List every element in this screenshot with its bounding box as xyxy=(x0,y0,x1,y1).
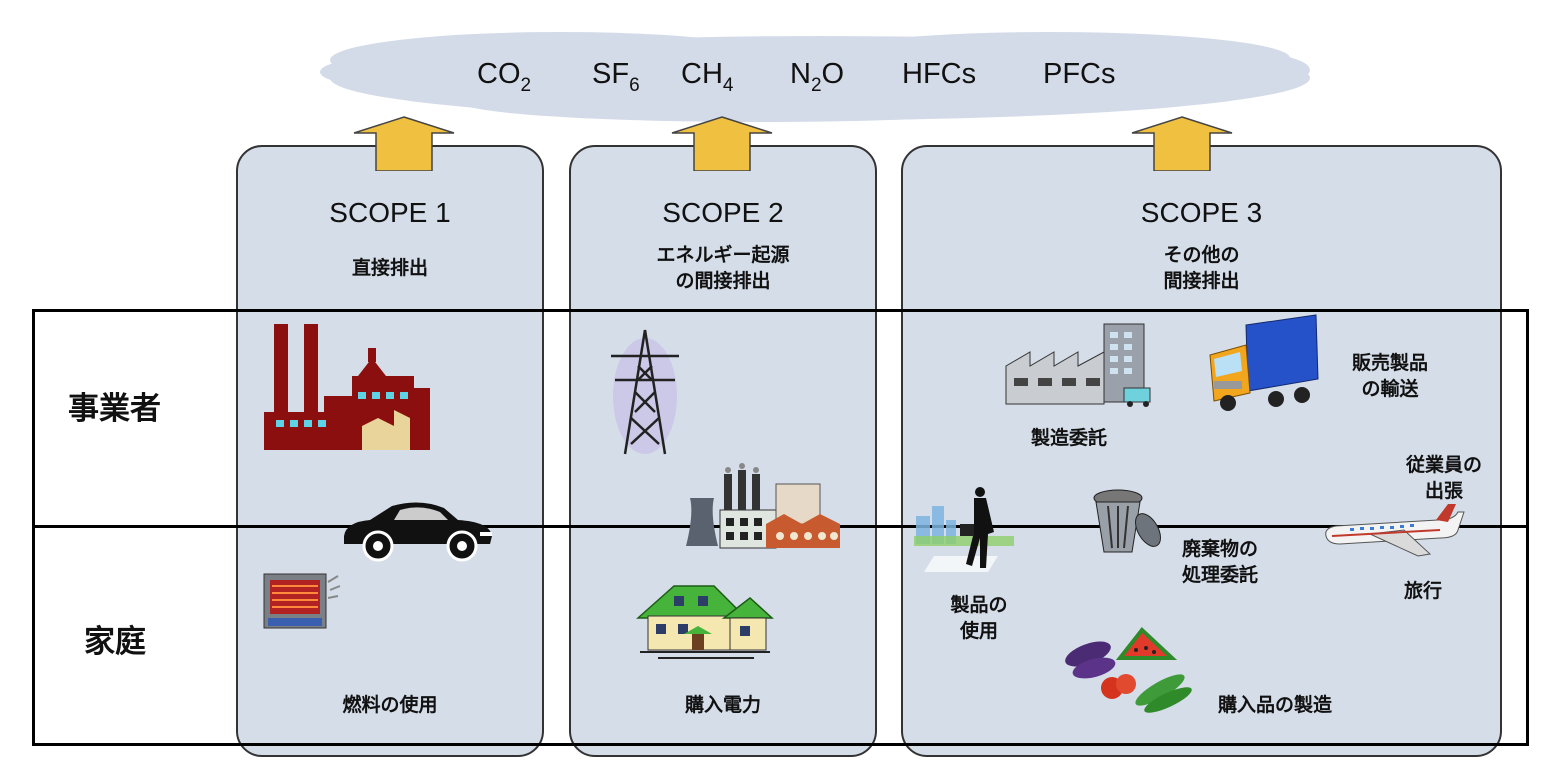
row-top-border xyxy=(32,309,1529,312)
truck-icon xyxy=(1209,314,1319,411)
gas-pfcs: PFCs xyxy=(1043,58,1116,90)
airplane-icon xyxy=(1325,504,1465,557)
power-tower-icon xyxy=(611,329,679,455)
caption-outsourced-manufacturing: 製造委託 xyxy=(1030,427,1107,449)
caption-business-trip: 従業員の出張 xyxy=(1405,454,1482,502)
caption-waste-disposal: 廃棄物の処理委託 xyxy=(1181,538,1258,586)
row-left-border xyxy=(32,309,35,746)
cloud-shape xyxy=(320,32,1310,122)
caption-fuel-use: 燃料の使用 xyxy=(342,694,438,716)
power-plant-icon xyxy=(686,463,840,549)
arrow-up-icon xyxy=(671,116,773,171)
row-label-household: 家庭 xyxy=(84,624,146,660)
gas-sf6: SF6 xyxy=(592,58,640,96)
car-icon xyxy=(344,502,492,562)
caption-product-use: 製品の使用 xyxy=(950,594,1008,642)
arrow-up-icon xyxy=(353,116,455,171)
scope3-title: SCOPE 3 xyxy=(1140,197,1263,228)
scope3-subtitle: その他の間接排出 xyxy=(1163,244,1240,292)
arrow-up-icon xyxy=(1131,116,1233,171)
row-right-border xyxy=(1526,309,1529,746)
gas-co2: CO2 xyxy=(477,58,532,96)
row-label-business: 事業者 xyxy=(68,391,161,427)
gas-ch4: CH4 xyxy=(681,58,734,96)
caption-travel: 旅行 xyxy=(1403,580,1442,602)
heater-icon xyxy=(263,573,341,629)
scope2-subtitle: エネルギー起源の間接排出 xyxy=(656,244,790,292)
groceries-icon xyxy=(1065,627,1192,713)
manufacturing-plant-icon xyxy=(1005,323,1151,407)
caption-purchased-goods: 購入品の製造 xyxy=(1217,694,1332,716)
factory-icon xyxy=(264,324,430,450)
gas-hfcs: HFCs xyxy=(902,58,977,90)
caption-purchased-power: 購入電力 xyxy=(684,694,761,716)
scope1-title: SCOPE 1 xyxy=(329,197,451,228)
trash-can-icon xyxy=(1093,489,1161,553)
scope2-box xyxy=(569,145,877,757)
gas-n2o: N2O xyxy=(790,58,845,96)
scope1-subtitle: 直接排出 xyxy=(351,257,428,279)
caption-product-transport: 販売製品の輸送 xyxy=(1351,352,1428,400)
businessman-icon xyxy=(914,487,1014,572)
scope1-box xyxy=(236,145,544,757)
scope2-title: SCOPE 2 xyxy=(662,197,784,228)
row-bottom-border xyxy=(32,743,1529,746)
scope3-box xyxy=(901,145,1502,757)
house-icon xyxy=(636,585,774,659)
